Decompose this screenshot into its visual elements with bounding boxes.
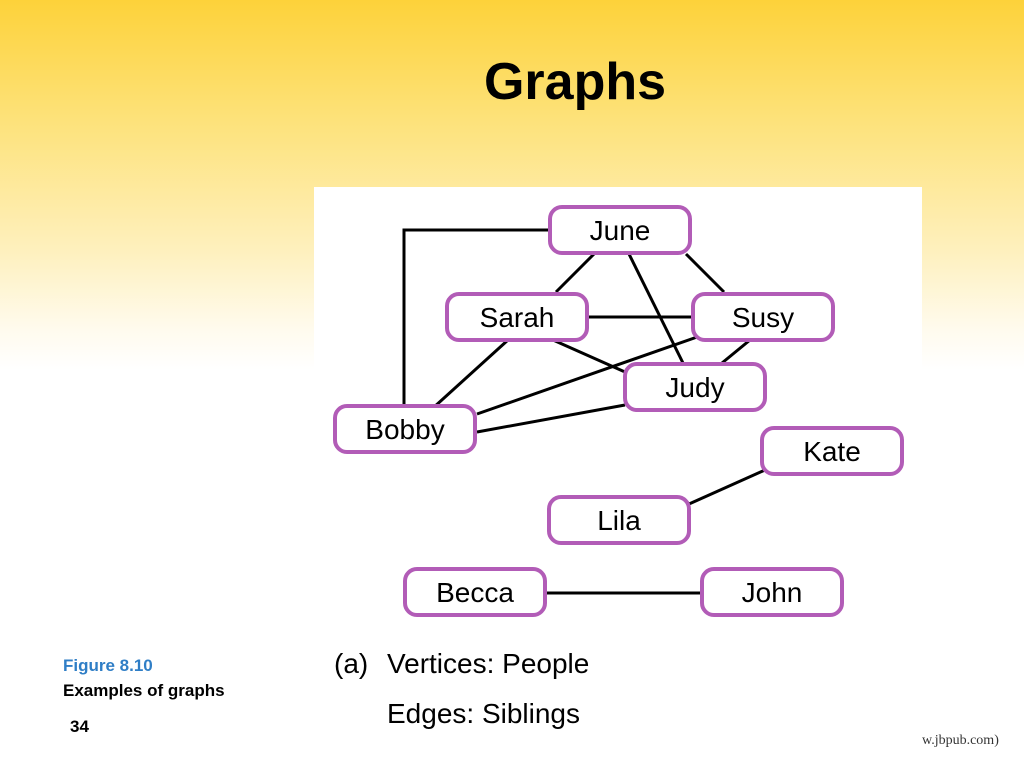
vertex-label-susy: Susy <box>732 302 794 333</box>
vertex-label-kate: Kate <box>803 436 861 467</box>
vertex-label-judy: Judy <box>665 372 724 403</box>
edge-june-susy <box>684 252 726 294</box>
edge-june-bobby <box>402 228 552 408</box>
vertex-label-bobby: Bobby <box>365 414 444 445</box>
vertex-lila: Lila <box>547 495 691 545</box>
vertex-becca: Becca <box>403 567 547 617</box>
caption-marker: (a) <box>334 648 369 679</box>
vertex-label-june: June <box>590 215 651 246</box>
slide-title: Graphs <box>483 53 667 111</box>
caption-edges: Edges: Siblings <box>387 698 581 729</box>
edge-judy-bobby <box>476 403 626 434</box>
edges-layer <box>402 228 766 595</box>
vertex-susy: Susy <box>691 292 835 342</box>
edge-june-judy <box>627 253 685 364</box>
figure-number: Figure 8.10 <box>63 656 153 675</box>
caption-vertices: Vertices: People <box>387 648 590 679</box>
edge-susy-judy <box>721 338 751 365</box>
vertex-label-sarah: Sarah <box>480 302 555 333</box>
vertex-judy: Judy <box>623 362 767 412</box>
edge-susy-bobby <box>476 334 701 416</box>
figure-caption: Examples of graphs <box>63 681 225 700</box>
edge-kate-lila <box>688 468 766 506</box>
vertex-label-john: John <box>742 577 803 608</box>
edge-june-sarah <box>554 252 596 294</box>
vertex-bobby: Bobby <box>333 404 477 454</box>
edge-sarah-bobby <box>431 338 510 410</box>
vertex-label-becca: Becca <box>436 577 514 608</box>
vertex-sarah: Sarah <box>445 292 589 342</box>
page-number: 34 <box>70 717 89 736</box>
source-credit: w.jbpub.com) <box>922 733 999 748</box>
vertex-label-lila: Lila <box>597 505 641 536</box>
vertex-june: June <box>548 205 692 255</box>
vertex-john: John <box>700 567 844 617</box>
vertex-kate: Kate <box>760 426 904 476</box>
